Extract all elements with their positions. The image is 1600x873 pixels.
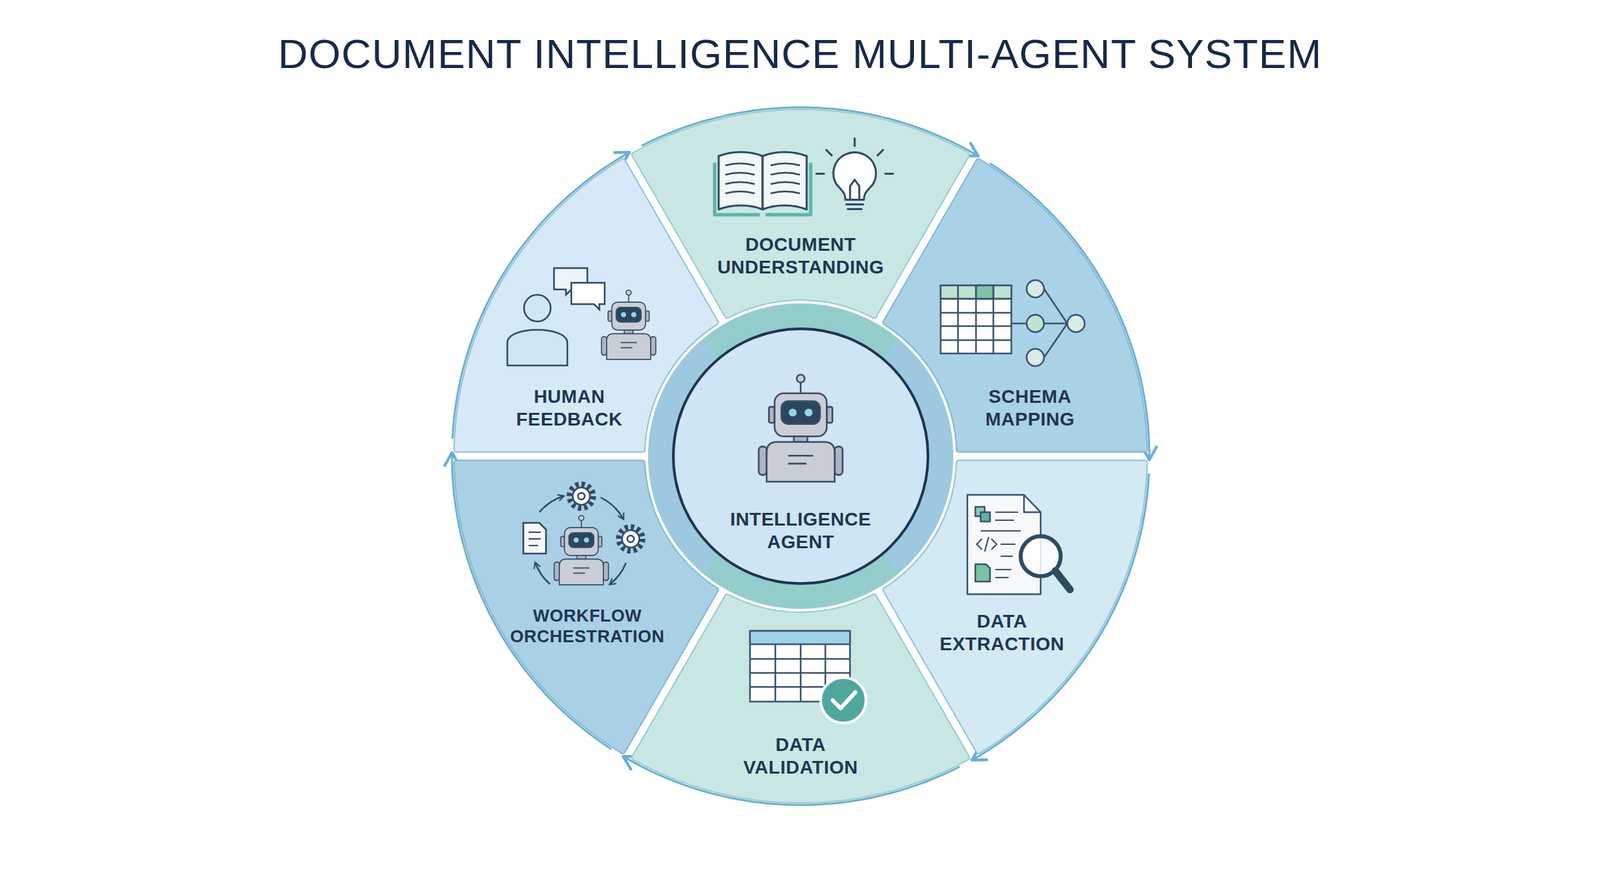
label-box: HUMAN FEEDBACK (496, 385, 643, 430)
hub-robot (758, 374, 843, 482)
diagram-title: DOCUMENT INTELLIGENCE MULTI-AGENT SYSTEM (0, 29, 1600, 79)
assistant-robot (601, 290, 656, 360)
connector-group (452, 107, 1150, 805)
human-feedback-icon-part (571, 282, 605, 310)
gear-icon-part (622, 530, 640, 548)
node-label: DATA EXTRACTION (922, 610, 1082, 655)
network-icon (1011, 280, 1085, 366)
document-scan-icon-part (1055, 570, 1070, 590)
network-icon-part (1026, 280, 1044, 298)
node-label: HUMAN FEEDBACK (496, 385, 643, 430)
lightbulb-icon-part (846, 204, 863, 210)
human-feedback-icon (507, 268, 656, 366)
label-box: WORKFLOW ORCHESTRATION (497, 605, 678, 647)
document-scan-icon-part (980, 512, 1021, 531)
hub-circle (673, 328, 928, 584)
validated-table-icon-part (820, 677, 866, 723)
document-scan-icon-part (1000, 544, 1016, 556)
hub-shape-part (660, 303, 941, 609)
workflow-icon-part (539, 496, 564, 512)
gear-icon-part (618, 526, 643, 551)
document-icon-part (528, 532, 541, 546)
document-scan-icon-part (975, 564, 990, 582)
title-band: DOCUMENT INTELLIGENCE MULTI-AGENT SYSTEM (0, 29, 1600, 79)
book-icon-part (762, 152, 807, 210)
gear-icon-part (569, 484, 594, 508)
label-box: DATA VALIDATION (720, 733, 881, 778)
network-icon-part (1067, 314, 1085, 332)
schema-table-icon (940, 285, 1012, 354)
validated-table-icon-part (750, 630, 850, 644)
gear-icon-part (578, 492, 585, 500)
document-scan-icon-part (980, 512, 990, 522)
node-label: WORKFLOW ORCHESTRATION (497, 605, 678, 647)
node-label: INTELLIGENCE AGENT (714, 508, 888, 553)
schema-table-icon-part (940, 285, 1012, 354)
lightbulb-icon-part (850, 180, 860, 199)
hub-ring (660, 316, 941, 596)
node-label: DATA VALIDATION (720, 733, 881, 778)
book-icon-part (725, 163, 800, 194)
book-icon-part (718, 152, 763, 210)
label-box: INTELLIGENCE AGENT (714, 508, 888, 553)
validated-table-icon (750, 630, 866, 723)
document-scan-icon-part (995, 569, 1012, 578)
gear-icon-part (572, 487, 590, 505)
worker-robot (554, 515, 608, 585)
workflow-icon-part (535, 562, 550, 584)
label-box: DATA EXTRACTION (922, 610, 1082, 655)
network-icon-part (1026, 348, 1044, 366)
network-icon-part (1026, 314, 1044, 332)
document-scan-icon (967, 494, 1070, 594)
label-box: DOCUMENT UNDERSTANDING (700, 233, 901, 278)
lightbulb-icon (816, 138, 894, 210)
network-icon-part (1011, 288, 1068, 358)
workflow-icon (523, 484, 643, 585)
illustration-layer-part (507, 138, 1085, 723)
document-scan-icon-part (976, 536, 997, 552)
schema-table-icon-part (976, 285, 994, 299)
human-feedback-icon-part (507, 330, 568, 366)
gear-icon (569, 484, 594, 508)
book-icon (714, 152, 811, 215)
workflow-icon-part (600, 497, 624, 519)
lightbulb-icon-part (816, 138, 894, 174)
document-icon-part (523, 522, 546, 554)
node-label: DOCUMENT UNDERSTANDING (700, 233, 901, 278)
gear-icon (618, 526, 643, 551)
human-feedback-icon-part (524, 294, 551, 322)
lightbulb-icon-part (833, 152, 876, 200)
label-box: SCHEMA MAPPING (956, 385, 1104, 430)
schema-table-icon-part (940, 285, 1012, 354)
document-icon (523, 522, 546, 554)
workflow-icon-part (610, 562, 626, 584)
gear-icon-part (627, 535, 634, 542)
validated-table-icon-part (832, 692, 856, 708)
node-label: SCHEMA MAPPING (956, 385, 1104, 430)
document-scan-icon-part (1024, 494, 1041, 512)
